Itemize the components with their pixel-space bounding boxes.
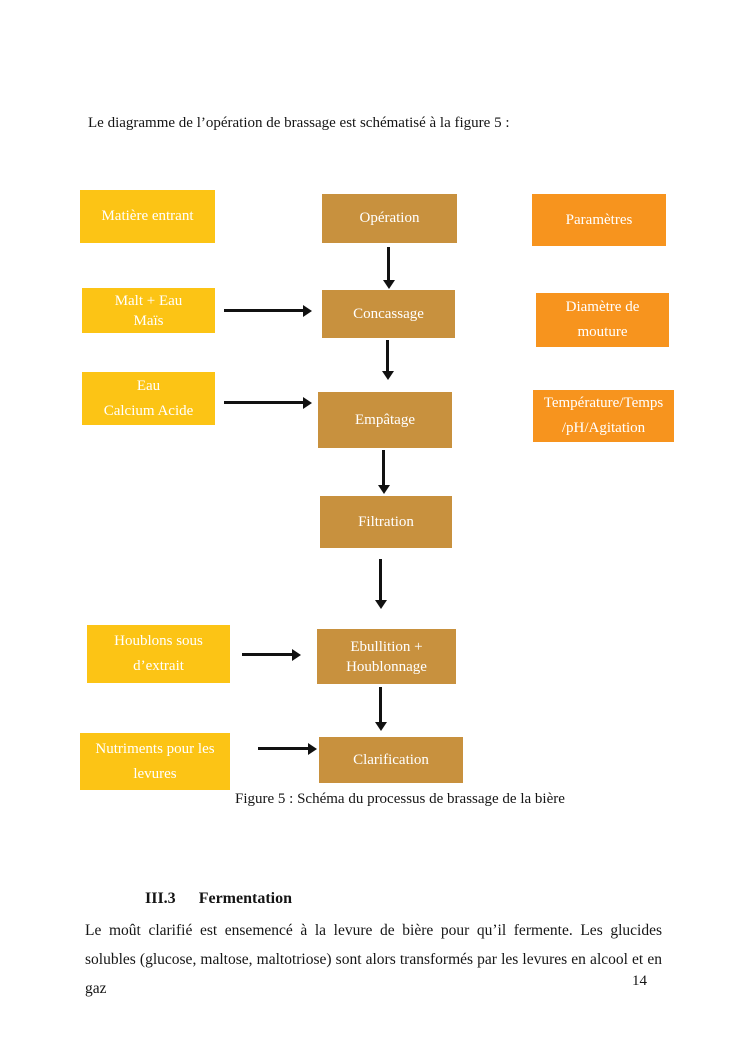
arrow-malt-to-concassage-icon: [224, 309, 303, 312]
node-label: Houblonnage: [346, 658, 427, 675]
node-label: d’extrait: [133, 658, 184, 674]
node-label: Matière entrant: [101, 208, 194, 224]
node-label: Ebullition +: [350, 638, 423, 655]
arrow-concassage-to-empatage-icon: [386, 340, 389, 371]
node-eau-calcium-acide: Eau Calcium Acide: [82, 372, 215, 425]
arrow-eau-to-empatage-icon: [224, 401, 303, 404]
arrow-nutriments-to-clarification-icon: [258, 747, 308, 750]
node-temperature-temps-ph-agitation: Température/Temps /pH/Agitation: [533, 390, 674, 442]
node-label: Opération: [359, 210, 420, 226]
node-nutriments-levures: Nutriments pour les levures: [80, 733, 230, 790]
node-filtration: Filtration: [320, 496, 452, 548]
node-label: /pH/Agitation: [561, 420, 646, 436]
node-empatage: Empâtage: [318, 392, 452, 448]
node-label: Houblons sous: [114, 633, 203, 649]
node-matiere-entrant: Matière entrant: [80, 190, 215, 243]
node-diametre-mouture: Diamètre de mouture: [536, 293, 669, 347]
page-number: 14: [632, 973, 647, 989]
node-ebullition-houblonnage: Ebullition + Houblonnage: [317, 629, 456, 684]
node-label: Diamètre de: [565, 299, 640, 315]
node-label: levures: [133, 765, 177, 782]
node-label: Maïs: [133, 312, 164, 329]
arrow-operation-to-concassage-icon: [387, 247, 390, 280]
node-operation: Opération: [322, 194, 457, 243]
arrow-filtration-to-ebullition-icon: [379, 559, 382, 600]
intro-text: Le diagramme de l’opération de brassage …: [88, 115, 510, 131]
figure-caption: Figure 5 : Schéma du processus de brassa…: [235, 791, 565, 807]
node-label: Température/Temps: [543, 395, 664, 411]
node-label: mouture: [577, 324, 628, 340]
node-label: Malt + Eau: [114, 292, 183, 309]
node-houblons-sous-extrait: Houblons sous d’extrait: [87, 625, 230, 683]
section-number: III.3: [145, 890, 176, 907]
node-label: Nutriments pour les: [95, 740, 215, 757]
section-heading: III.3 Fermentation: [145, 890, 292, 908]
node-label: Clarification: [353, 751, 429, 768]
arrow-ebullition-to-clarification-icon: [379, 687, 382, 722]
node-label: Eau: [136, 377, 161, 394]
body-paragraph: Le moût clarifié est ensemencé à la levu…: [85, 922, 662, 997]
node-label: Paramètres: [565, 211, 633, 228]
node-clarification: Clarification: [319, 737, 463, 783]
node-label: Empâtage: [355, 411, 415, 428]
node-label: Filtration: [358, 513, 414, 530]
node-label: Calcium Acide: [103, 402, 194, 419]
node-malt-eau-mais: Malt + Eau Maïs: [82, 288, 215, 333]
section-title: Fermentation: [198, 890, 292, 907]
node-parametres: Paramètres: [532, 194, 666, 246]
arrow-houblons-to-ebullition-icon: [242, 653, 292, 656]
node-label: Concassage: [353, 305, 424, 322]
arrow-empatage-to-filtration-icon: [382, 450, 385, 485]
node-concassage: Concassage: [322, 290, 455, 338]
